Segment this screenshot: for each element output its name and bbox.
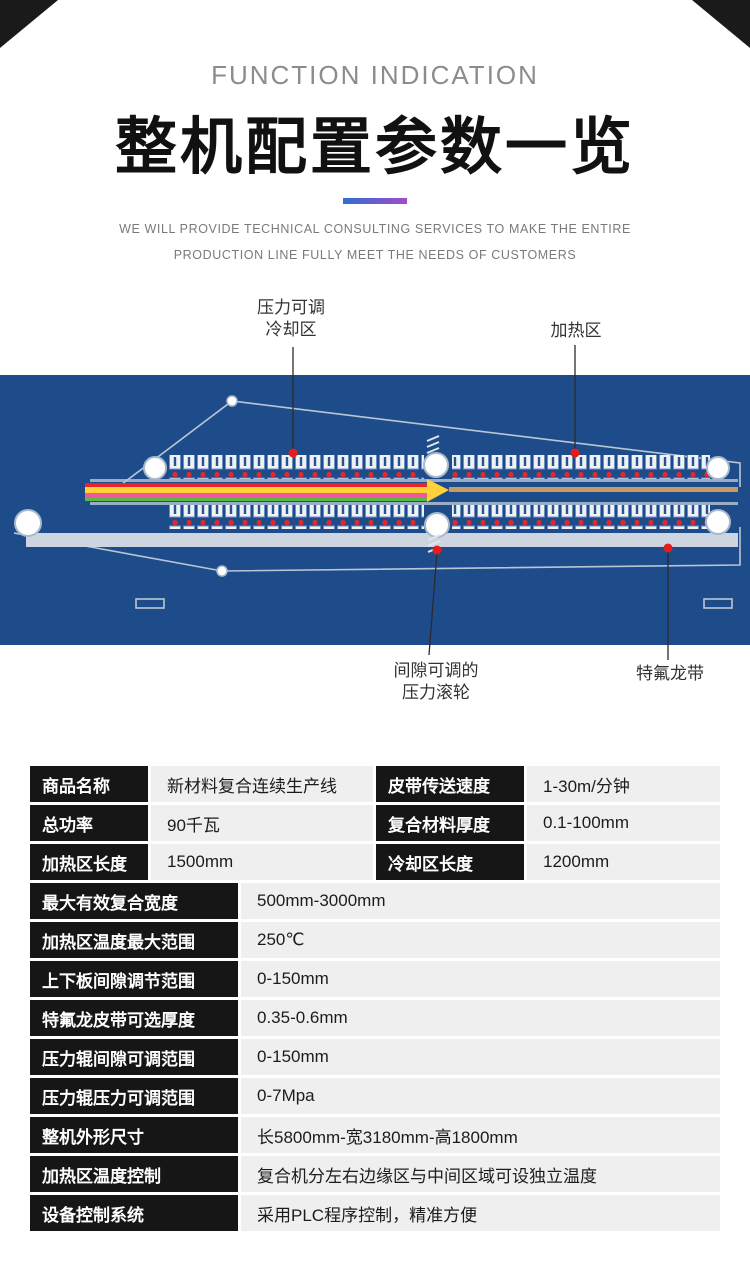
spec-value: 90千瓦 (151, 805, 373, 841)
page-title: 整机配置参数一览 (114, 113, 635, 182)
spec-label: 压力辊压力可调范围 (30, 1078, 238, 1114)
spec-label: 复合材料厚度 (376, 805, 524, 841)
spec-value: 0-150mm (241, 961, 720, 997)
spec-label: 冷却区长度 (376, 844, 524, 880)
machine-frame-outline (13, 400, 741, 609)
corner-accent-left (0, 0, 58, 48)
corner-accent-right (692, 0, 750, 48)
spec-value: 复合机分左右边缘区与中间区域可设独立温度 (241, 1156, 720, 1192)
callout-teflon-belt: 特氟龙带 (605, 663, 735, 685)
upper-belt-line (90, 479, 738, 482)
machine-diagram (13, 395, 741, 609)
callout-heating-zone: 加热区 (531, 320, 621, 342)
spec-value: 1200mm (527, 844, 720, 880)
material-stripes (85, 479, 738, 502)
table-row: 加热区温度控制复合机分左右边缘区与中间区域可设独立温度 (30, 1156, 720, 1192)
callout-label-line: 压力滚轮 (402, 683, 470, 702)
spec-label: 加热区温度控制 (30, 1156, 238, 1192)
teflon-belt-band (26, 533, 738, 547)
spec-value: 0.35-0.6mm (241, 1000, 720, 1036)
callout-cooling-zone: 压力可调 冷却区 (216, 297, 366, 341)
callout-label-line: 冷却区 (265, 320, 317, 339)
spec-value: 250℃ (241, 922, 720, 958)
callout-label-line: 间隙可调的 (393, 661, 479, 680)
gradient-divider (343, 198, 407, 204)
callout-pressure-rollers: 间隙可调的 压力滚轮 (361, 660, 511, 704)
callout-label-line: 特氟龙带 (636, 664, 704, 683)
callout-label-line: 加热区 (550, 321, 602, 340)
spec-label: 最大有效复合宽度 (30, 883, 238, 919)
subtitle-line-1: WE WILL PROVIDE TECHNICAL CONSULTING SER… (119, 222, 631, 236)
spec-label: 压力辊间隙可调范围 (30, 1039, 238, 1075)
callout-label-line: 压力可调 (257, 298, 325, 317)
spec-label: 设备控制系统 (30, 1195, 238, 1231)
spec-value: 1500mm (151, 844, 373, 880)
table-row: 整机外形尺寸长5800mm-宽3180mm-高1800mm (30, 1117, 720, 1153)
spec-value: 采用PLC程序控制，精准方便 (241, 1195, 720, 1231)
spec-value: 0.1-100mm (527, 805, 720, 841)
spec-label: 总功率 (30, 805, 148, 841)
spec-label: 上下板间隙调节范围 (30, 961, 238, 997)
eyebrow-text: FUNCTION INDICATION (211, 60, 539, 90)
spec-value: 500mm-3000mm (241, 883, 720, 919)
heater-strips (168, 455, 710, 529)
spec-label: 特氟龙皮带可选厚度 (30, 1000, 238, 1036)
middle-belt-line (90, 502, 738, 505)
spec-label: 加热区长度 (30, 844, 148, 880)
spec-label: 加热区温度最大范围 (30, 922, 238, 958)
subtitle-line-2: PRODUCTION LINE FULLY MEET THE NEEDS OF … (173, 248, 577, 262)
spec-value: 新材料复合连续生产线 (151, 766, 373, 802)
spec-value: 0-7Mpa (241, 1078, 720, 1114)
rollers (14, 395, 731, 577)
machine-banner (0, 375, 750, 645)
spec-value: 1-30m/分钟 (527, 766, 720, 802)
spec-label: 整机外形尺寸 (30, 1117, 238, 1153)
spec-value: 长5800mm-宽3180mm-高1800mm (241, 1117, 720, 1153)
spec-value: 0-150mm (241, 1039, 720, 1075)
spec-label: 皮带传送速度 (376, 766, 524, 802)
spec-label: 商品名称 (30, 766, 148, 802)
table-row: 设备控制系统采用PLC程序控制，精准方便 (30, 1195, 720, 1231)
